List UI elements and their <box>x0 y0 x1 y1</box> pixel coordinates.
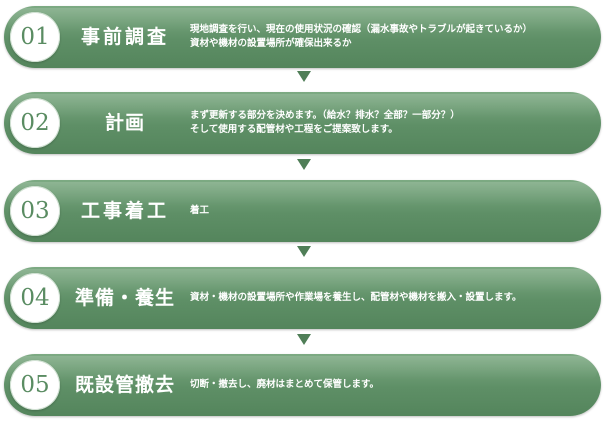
step-number-badge: 05 <box>10 360 60 410</box>
step-description: 資材・機材の設置場所や作業場を養生し、配管材や機材を搬入・設置します。 <box>190 267 590 329</box>
step-description-line: そして使用する配管材や工程をご提案致します。 <box>190 124 398 135</box>
step-03: 03 工事着工 着工 <box>4 180 601 242</box>
step-description-line: 着工 <box>190 205 210 216</box>
step-description: 切断・撤去し、廃材はまとめて保管します。 <box>190 354 590 416</box>
step-description-line: 資材・機材の設置場所や作業場を養生し、配管材や機材を搬入・設置します。 <box>190 292 522 303</box>
step-02: 02 計画 まず更新する部分を決めます。（給水？排水？全部？一部分？） そして使… <box>4 92 601 154</box>
step-description-line: まず更新する部分を決めます。（給水？排水？全部？一部分？） <box>190 110 460 121</box>
step-01: 01 事前調査 現地調査を行い、現在の使用状況の確認（漏水事故やトラブルが起きて… <box>4 6 601 68</box>
step-description-line: 現地調査を行い、現在の使用状況の確認（漏水事故やトラブルが起きているか） <box>190 24 533 35</box>
step-number-badge: 02 <box>10 98 60 148</box>
step-description: まず更新する部分を決めます。（給水？排水？全部？一部分？） そして使用する配管材… <box>190 92 590 154</box>
step-title: 計画 <box>104 112 145 134</box>
step-title: 準備・養生 <box>74 287 175 309</box>
down-arrow-icon <box>297 71 311 82</box>
step-description-line: 資材や機材の設置場所が確保出来るか <box>190 38 352 49</box>
step-description: 着工 <box>190 180 590 242</box>
step-title: 事前調査 <box>80 26 169 48</box>
step-title: 既設管撤去 <box>74 374 175 396</box>
step-number-badge: 01 <box>10 12 60 62</box>
down-arrow-icon <box>297 334 311 345</box>
step-description-line: 切断・撤去し、廃材はまとめて保管します。 <box>190 379 380 390</box>
step-title: 工事着工 <box>80 200 169 222</box>
step-number-badge: 03 <box>10 186 60 236</box>
step-04: 04 準備・養生 資材・機材の設置場所や作業場を養生し、配管材や機材を搬入・設置… <box>4 267 601 329</box>
step-description: 現地調査を行い、現在の使用状況の確認（漏水事故やトラブルが起きているか） 資材や… <box>190 6 590 68</box>
step-05: 05 既設管撤去 切断・撤去し、廃材はまとめて保管します。 <box>4 354 601 416</box>
step-number-badge: 04 <box>10 273 60 323</box>
down-arrow-icon <box>297 246 311 257</box>
down-arrow-icon <box>297 159 311 170</box>
